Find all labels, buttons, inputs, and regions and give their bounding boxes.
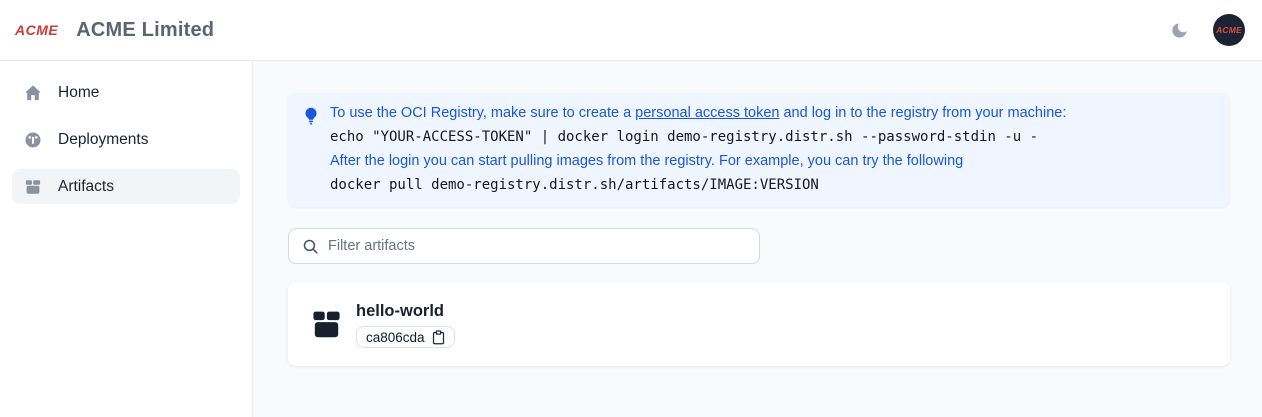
package-icon bbox=[25, 179, 41, 194]
artifact-tag-badge[interactable]: ca806cda bbox=[356, 326, 455, 348]
sidebar-item-artifacts[interactable]: Artifacts bbox=[12, 169, 240, 204]
sidebar-item-home[interactable]: Home bbox=[12, 75, 240, 110]
header: ACME ACME Limited ACME bbox=[0, 0, 1262, 61]
sidebar-item-label: Artifacts bbox=[58, 177, 114, 195]
info-lines: To use the OCI Registry, make sure to cr… bbox=[330, 101, 1214, 197]
theme-toggle-button[interactable] bbox=[1170, 21, 1189, 40]
info-line-2: After the login you can start pulling im… bbox=[330, 153, 964, 169]
main-content: To use the OCI Registry, make sure to cr… bbox=[253, 61, 1262, 417]
sidebar-item-label: Home bbox=[58, 83, 100, 101]
acme-logo: ACME bbox=[15, 22, 59, 38]
info-line-1-suffix: and log in to the registry from your mac… bbox=[779, 105, 1067, 121]
info-line-1-prefix: To use the OCI Registry, make sure to cr… bbox=[330, 105, 636, 121]
avatar[interactable]: ACME bbox=[1213, 14, 1245, 46]
info-line-1: To use the OCI Registry, make sure to cr… bbox=[330, 101, 1214, 125]
artifact-card[interactable]: hello-world ca806cda bbox=[288, 282, 1230, 366]
avatar-label: ACME bbox=[1216, 25, 1242, 35]
clipboard-icon[interactable] bbox=[432, 329, 445, 345]
sidebar-item-label: Deployments bbox=[58, 130, 149, 148]
moon-icon bbox=[1172, 22, 1187, 38]
brand[interactable]: ACME ACME Limited bbox=[15, 19, 214, 42]
registry-info-box: To use the OCI Registry, make sure to cr… bbox=[288, 93, 1230, 207]
filter-artifacts-box bbox=[288, 228, 760, 264]
sidebar-item-deployments[interactable]: Deployments bbox=[12, 122, 240, 157]
filter-artifacts-input[interactable] bbox=[328, 238, 746, 254]
home-icon bbox=[25, 85, 41, 100]
sidebar: Home Deployments Artifacts bbox=[0, 61, 253, 417]
artifact-tag: ca806cda bbox=[366, 329, 425, 345]
header-actions: ACME bbox=[1170, 14, 1245, 46]
body-row: Home Deployments Artifacts bbox=[0, 61, 1262, 417]
personal-access-token-link[interactable]: personal access token bbox=[635, 105, 780, 121]
docker-pull-command: docker pull demo-registry.distr.sh/artif… bbox=[330, 177, 819, 193]
gauge-icon bbox=[25, 132, 41, 147]
search-icon bbox=[303, 239, 318, 254]
info-icon-col bbox=[304, 101, 330, 197]
artifact-card-body: hello-world ca806cda bbox=[356, 300, 455, 348]
lightbulb-icon bbox=[305, 107, 317, 125]
docker-login-command: echo "YOUR-ACCESS-TOKEN" | docker login … bbox=[330, 129, 1039, 145]
package-icon bbox=[313, 311, 340, 337]
app-title: ACME Limited bbox=[76, 18, 215, 41]
artifact-name: hello-world bbox=[356, 302, 444, 320]
